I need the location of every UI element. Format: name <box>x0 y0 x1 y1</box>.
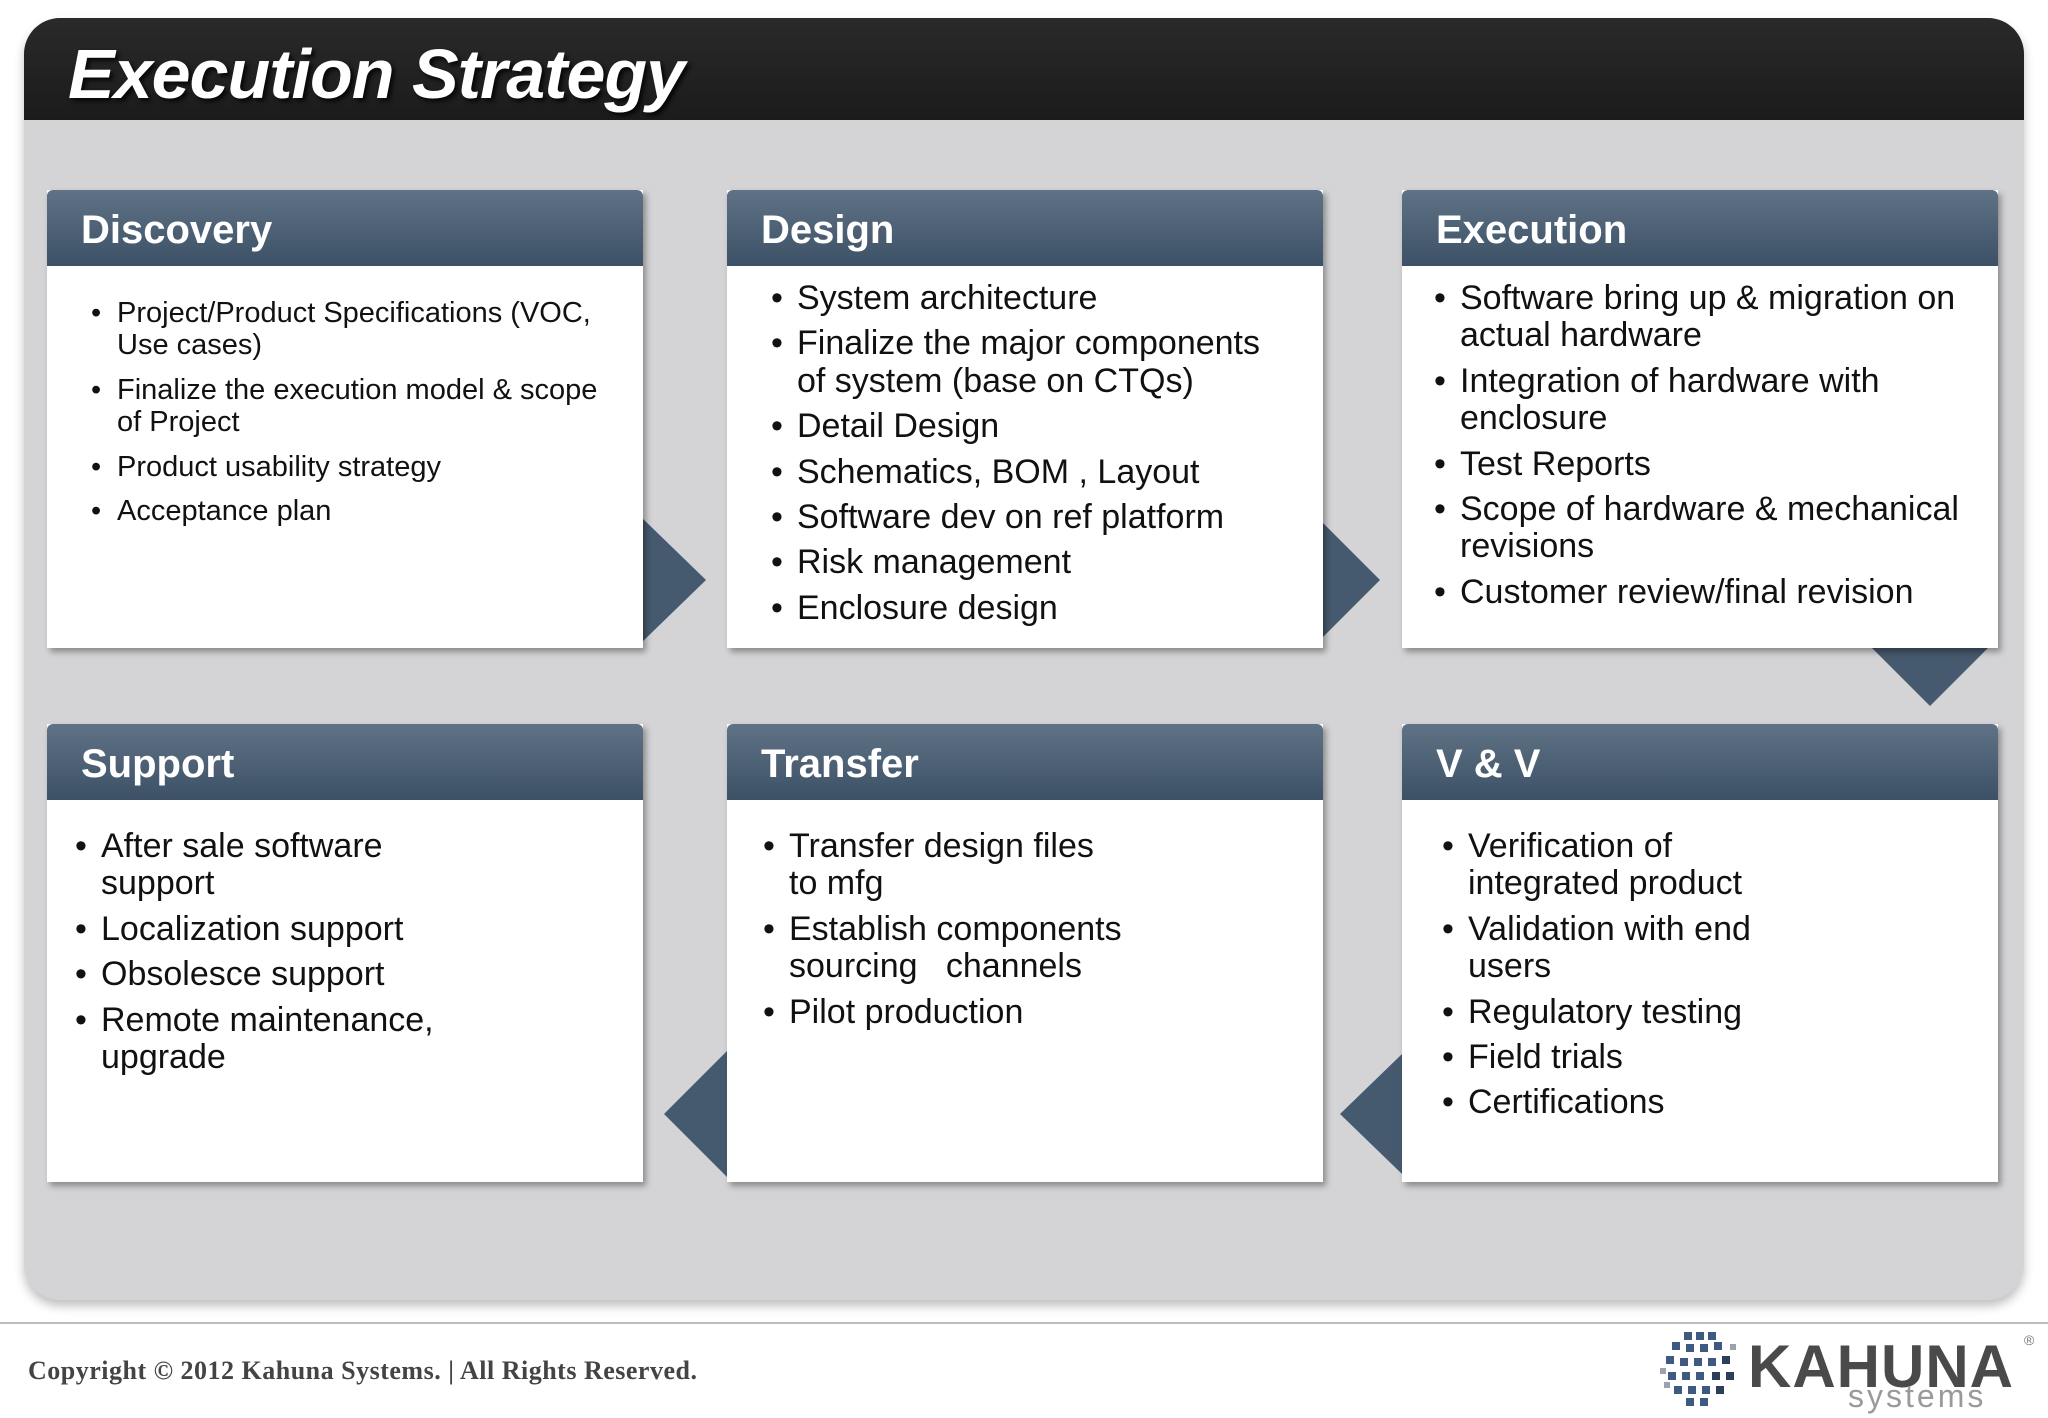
card-vv: V & V Verification of integrated product… <box>1402 724 1998 1182</box>
item-list: Software bring up & migration on actual … <box>1434 279 1994 612</box>
down-arrow-icon <box>1870 646 1990 706</box>
card-title: Design <box>761 208 895 252</box>
card-header: Transfer <box>727 724 1323 800</box>
card-header: Execution <box>1402 190 1998 266</box>
footer-divider <box>0 1322 2048 1324</box>
logo-subtext: systems <box>1848 1378 1987 1414</box>
card-support: Support After sale software support Loca… <box>47 724 643 1182</box>
list-item: System architecture <box>771 279 1291 318</box>
title-bar: Execution Strategy <box>24 18 2024 120</box>
list-item: Customer review/final revision <box>1434 573 1994 612</box>
list-item: Establish components sourcing channels <box>763 910 1123 986</box>
list-item: Product usability strategy <box>91 451 611 484</box>
list-item: Finalize the execution model & scope of … <box>91 374 611 439</box>
list-item: Certifications <box>1442 1083 1822 1122</box>
item-list: Verification of integrated product Valid… <box>1442 827 1822 1122</box>
right-arrow-icon <box>1320 520 1380 640</box>
item-list: After sale software support Localization… <box>75 827 475 1077</box>
list-item: Software bring up & migration on actual … <box>1434 279 1994 355</box>
card-title: Support <box>81 742 235 786</box>
list-item: Remote maintenance, upgrade <box>75 1001 475 1077</box>
list-item: Enclosure design <box>771 589 1291 628</box>
company-logo: KAHUNA systems ® <box>1656 1326 2034 1414</box>
list-item: After sale software support <box>75 827 475 903</box>
list-item: Acceptance plan <box>91 496 611 529</box>
list-item: Schematics, BOM , Layout <box>771 453 1291 492</box>
list-item: Detail Design <box>771 407 1291 446</box>
list-item: Scope of hardware & mechanical revisions <box>1434 490 1994 566</box>
card-transfer: Transfer Transfer design files to mfg Es… <box>727 724 1323 1182</box>
list-item: Software dev on ref platform <box>771 498 1291 537</box>
card-discovery: Discovery Project/Product Specifications… <box>47 190 643 648</box>
list-item: Project/Product Specifications (VOC, Use… <box>91 297 611 362</box>
card-title: V & V <box>1436 742 1541 786</box>
registered-mark: ® <box>2024 1332 2035 1348</box>
card-header: Design <box>727 190 1323 266</box>
item-list: Transfer design files to mfg Establish c… <box>763 827 1123 1032</box>
item-list: System architecture Finalize the major c… <box>771 279 1291 628</box>
list-item: Transfer design files to mfg <box>763 827 1123 903</box>
list-item: Localization support <box>75 910 475 949</box>
card-title: Execution <box>1436 208 1628 252</box>
kahuna-cube-logo-icon <box>1660 1332 1736 1406</box>
list-item: Pilot production <box>763 993 1123 1032</box>
left-arrow-icon <box>1340 1054 1402 1174</box>
list-item: Validation with end users <box>1442 910 1822 986</box>
card-title: Discovery <box>81 208 273 252</box>
card-design: Design System architecture Finalize the … <box>727 190 1323 648</box>
list-item: Finalize the major components of system … <box>771 325 1291 400</box>
page-title: Execution Strategy <box>68 35 685 113</box>
card-header: Discovery <box>47 190 643 266</box>
logo-wordmark: KAHUNA <box>1748 1333 2014 1400</box>
list-item: Regulatory testing <box>1442 993 1822 1032</box>
copyright-text: Copyright © 2012 Kahuna Systems. | All R… <box>28 1356 698 1385</box>
card-execution: Execution Software bring up & migration … <box>1402 190 1998 648</box>
list-item: Risk management <box>771 543 1291 582</box>
card-title: Transfer <box>761 742 919 786</box>
card-header: V & V <box>1402 724 1998 800</box>
list-item: Test Reports <box>1434 445 1994 484</box>
list-item: Integration of hardware with enclosure <box>1434 362 1994 438</box>
item-list: Project/Product Specifications (VOC, Use… <box>91 297 611 541</box>
list-item: Field trials <box>1442 1038 1822 1077</box>
left-arrow-icon <box>664 1050 728 1178</box>
list-item: Verification of integrated product <box>1442 827 1822 903</box>
right-arrow-icon <box>640 516 706 644</box>
list-item: Obsolesce support <box>75 955 475 994</box>
card-header: Support <box>47 724 643 800</box>
